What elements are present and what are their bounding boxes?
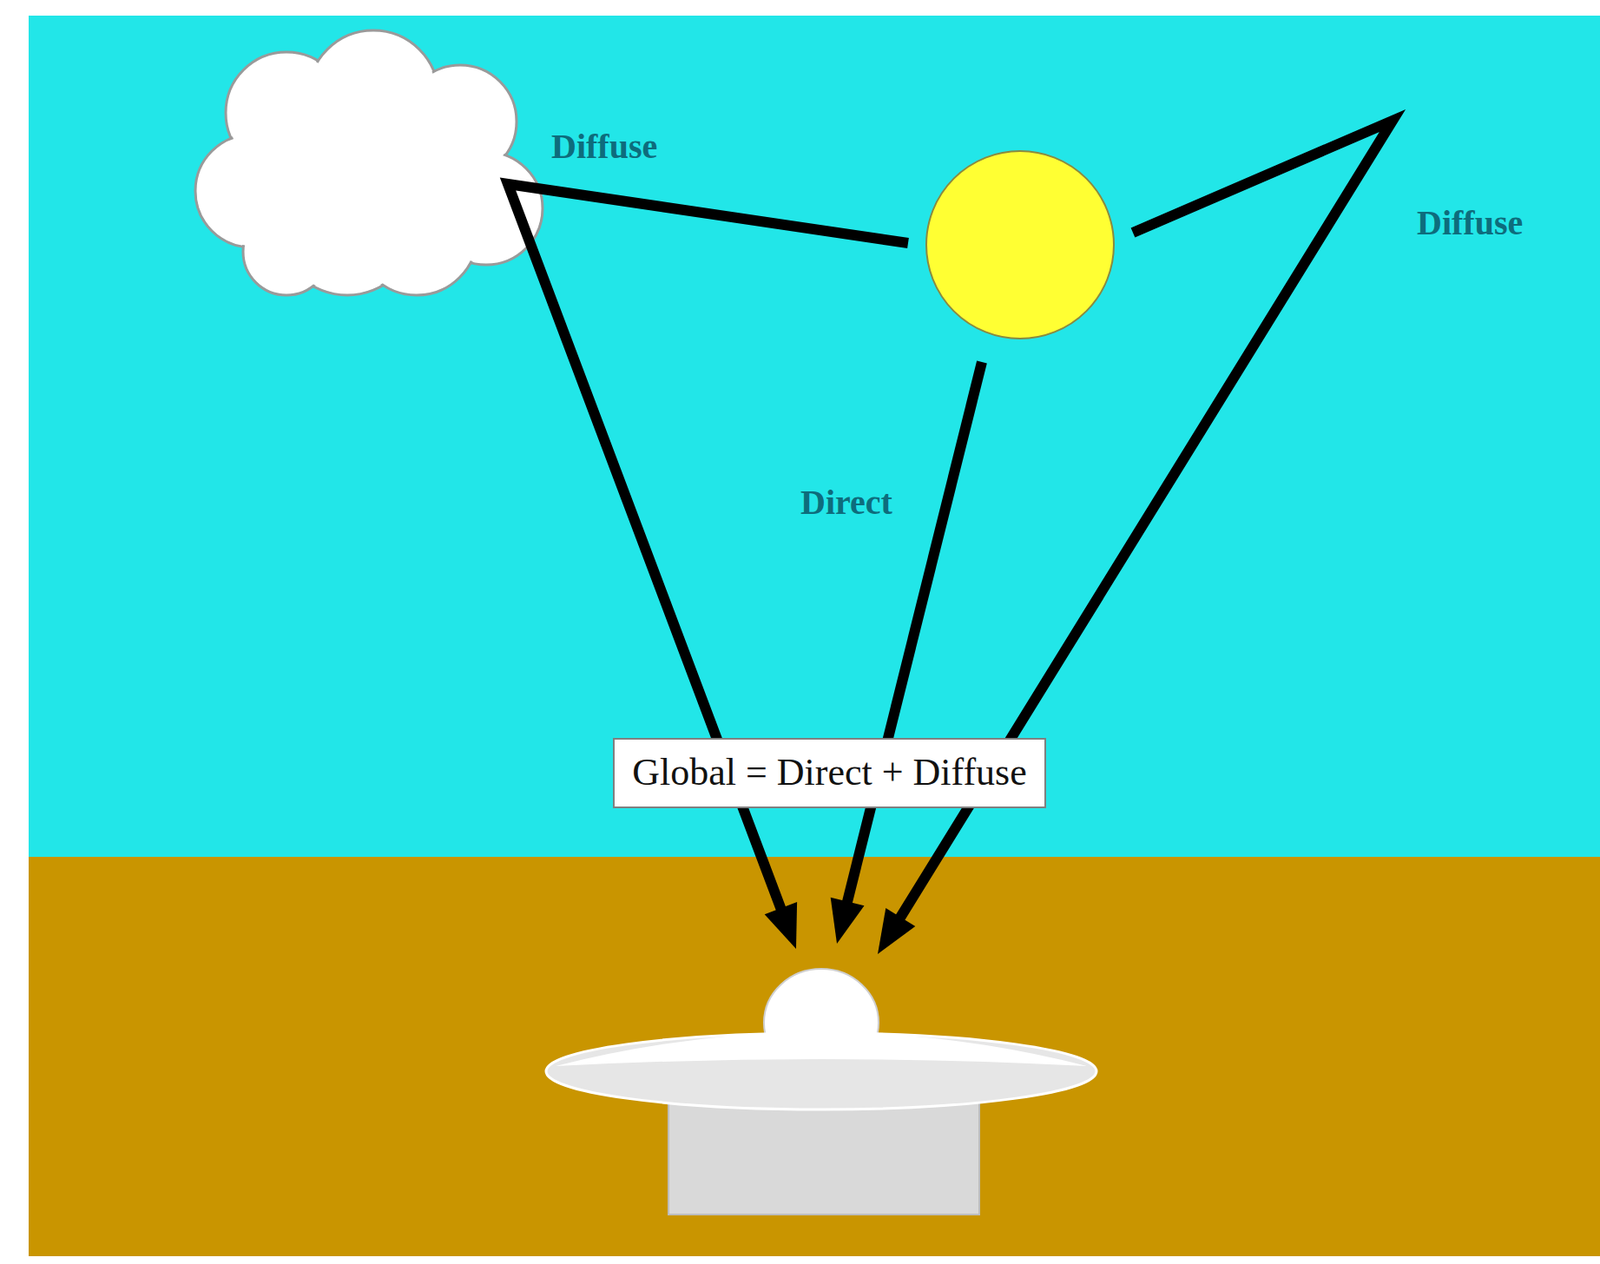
formula-box: Global = Direct + Diffuse [612, 737, 1047, 809]
pyranometer [546, 968, 1097, 1215]
radiation-rays [507, 120, 1393, 925]
diffuse-label: Diffuse [551, 126, 658, 167]
ground [28, 856, 1600, 1257]
direct-label: Direct [800, 482, 893, 523]
sky [28, 15, 1600, 858]
diffuse-label: Diffuse [1416, 203, 1523, 244]
sun [926, 151, 1114, 339]
arrowheads [764, 897, 916, 955]
cloud [195, 30, 543, 296]
formula-text: Global = Direct + Diffuse [632, 750, 1028, 797]
